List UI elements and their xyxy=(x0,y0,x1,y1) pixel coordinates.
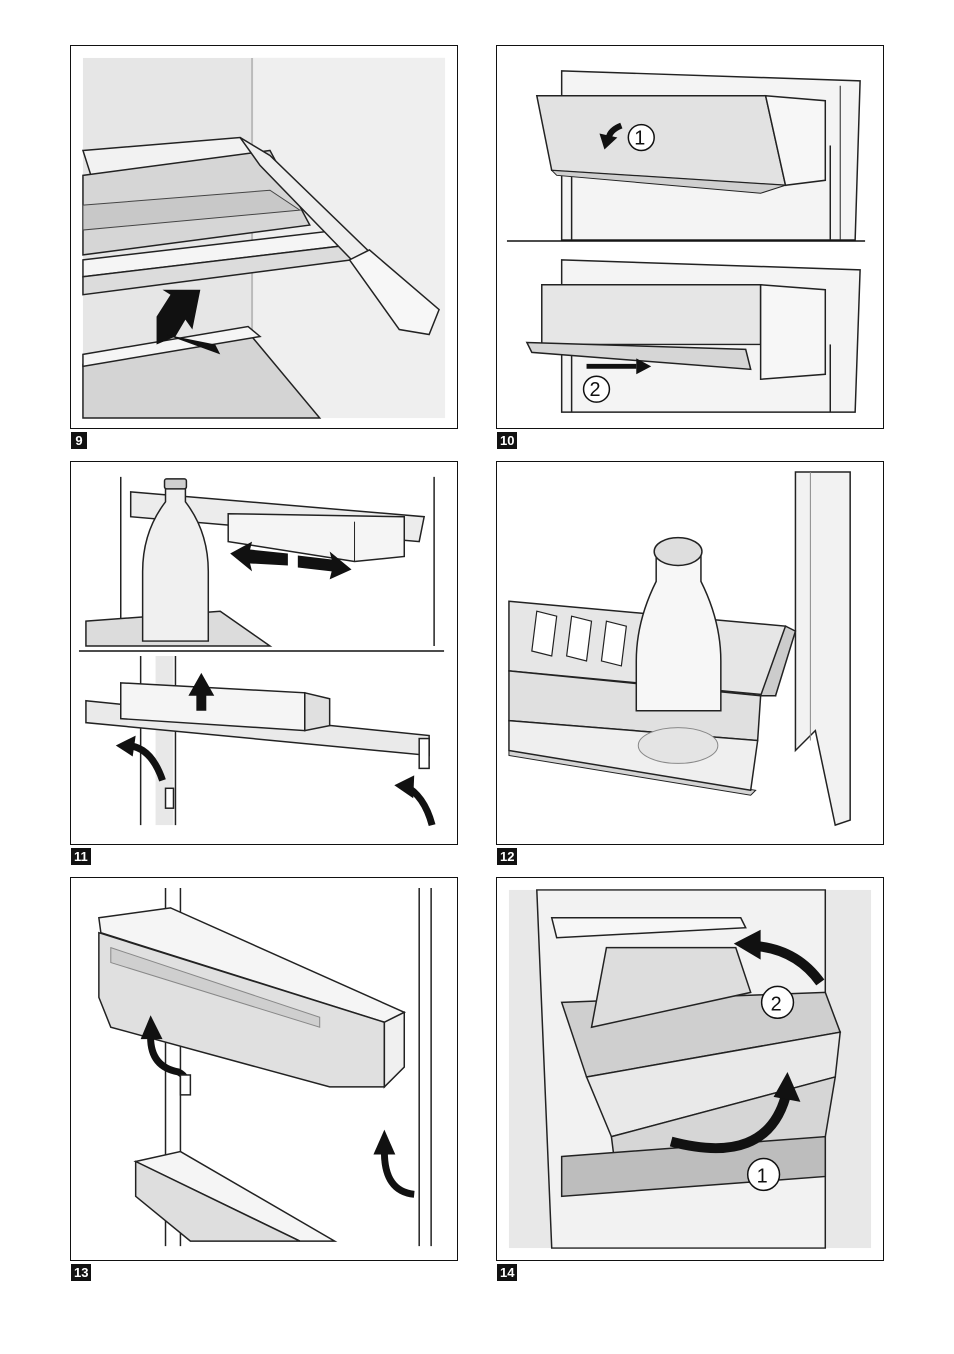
figure-12-illustration xyxy=(497,462,883,844)
figure-13-label: 13 xyxy=(71,1264,91,1281)
figure-9-illustration xyxy=(71,46,457,428)
figure-10-label: 10 xyxy=(497,432,517,449)
figure-14-illustration: 2 1 xyxy=(497,878,883,1260)
figure-13-illustration xyxy=(71,878,457,1260)
figure-11-panel xyxy=(70,461,458,845)
figure-11-illustration xyxy=(71,462,457,844)
figure-9-label: 9 xyxy=(71,432,87,449)
step-2-marker: 2 xyxy=(590,379,601,401)
figure-14-label: 14 xyxy=(497,1264,517,1281)
figure-10-illustration: 1 2 xyxy=(497,46,883,428)
milk-bottle-icon xyxy=(636,557,721,711)
figure-12-panel xyxy=(496,461,884,845)
figure-10-panel: 1 2 xyxy=(496,45,884,429)
step-1-marker: 1 xyxy=(634,127,645,149)
figure-11-label: 11 xyxy=(71,848,91,865)
step-2-marker: 2 xyxy=(771,993,782,1015)
figure-13-panel xyxy=(70,877,458,1261)
figure-9-panel xyxy=(70,45,458,429)
figure-12-label: 12 xyxy=(497,848,517,865)
step-1-marker: 1 xyxy=(757,1165,768,1187)
figure-14-panel: 2 1 xyxy=(496,877,884,1261)
lift-arrow-right-icon xyxy=(384,1152,414,1195)
